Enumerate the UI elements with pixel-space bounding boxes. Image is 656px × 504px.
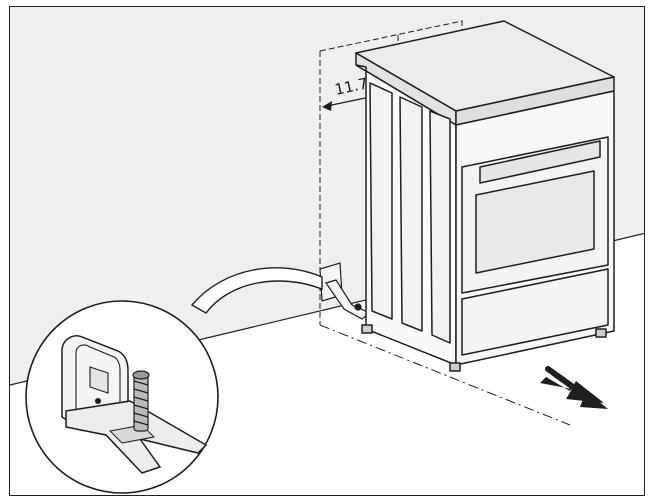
installation-arrow-icon (540, 366, 608, 409)
anchor-screw (132, 370, 150, 432)
oven-window (475, 170, 595, 274)
illustration-frame: 4 11.7 (9, 6, 645, 496)
anti-tilt-bracket-detail (25, 300, 219, 494)
oven-handle (479, 140, 601, 184)
magnifier-connector (190, 267, 323, 314)
installation-illustration: 11.7 (10, 7, 644, 494)
wall-bracket (319, 262, 372, 320)
cooker-appliance (355, 20, 615, 372)
storage-drawer (461, 268, 609, 356)
